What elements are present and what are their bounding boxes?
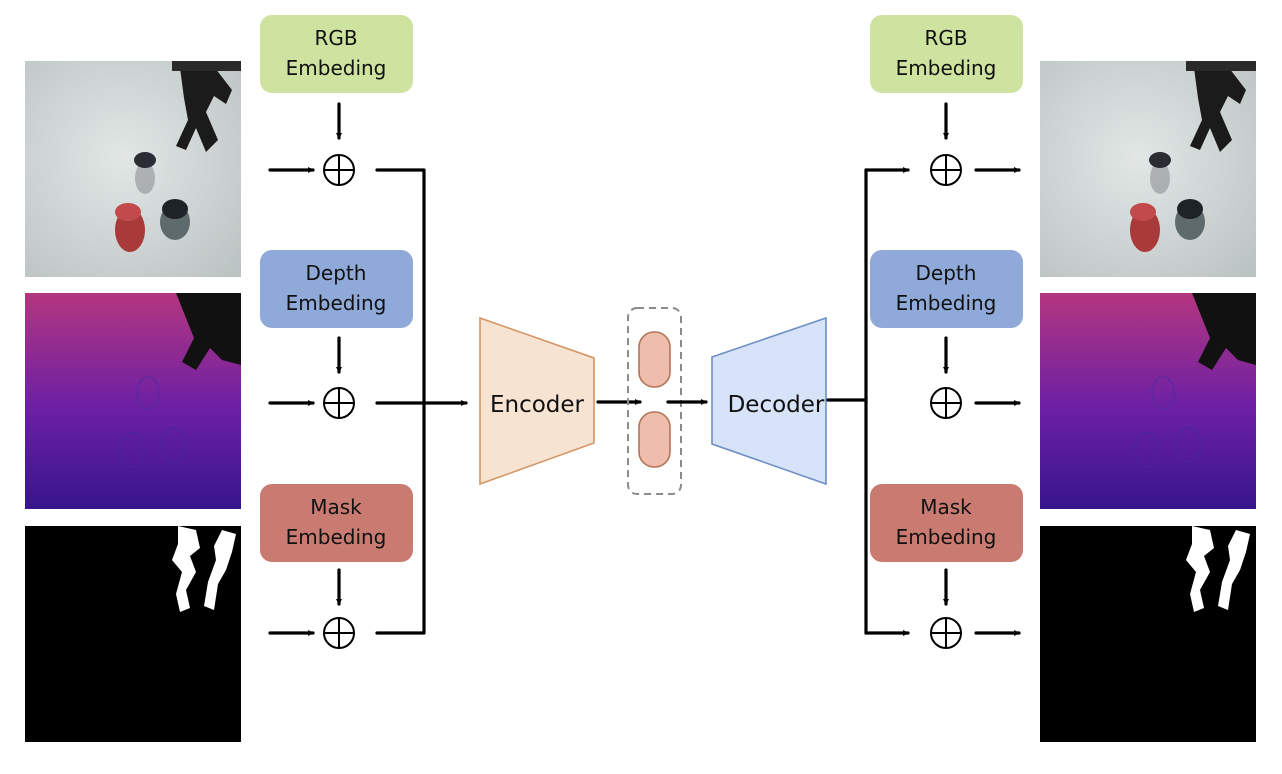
input-mask-subtitle: Embeding — [286, 525, 387, 549]
output-rgb-subtitle: Embeding — [896, 56, 997, 80]
input-mask-add-symbol — [323, 617, 355, 649]
output-mask-title: Mask — [920, 495, 972, 519]
encoder-block: Encoder — [479, 316, 595, 486]
input-rgb-subtitle: Embeding — [286, 56, 387, 80]
encoder-label: Encoder — [490, 392, 585, 418]
output-mask-embedding-box: Mask Embeding — [870, 484, 1023, 562]
output-rgb-add-symbol — [930, 154, 962, 186]
input-depth-embedding-box: Depth Embeding — [260, 250, 413, 328]
output-rgb-embedding-box: RGB Embeding — [870, 15, 1023, 93]
input-mask-embedding-box: Mask Embeding — [260, 484, 413, 562]
input-mask-title: Mask — [310, 495, 362, 519]
input-depth-title: Depth — [306, 261, 367, 285]
input-rgb-title: RGB — [314, 26, 357, 50]
output-depth-title: Depth — [916, 261, 977, 285]
input-rgb-embedding-box: RGB Embeding — [260, 15, 413, 93]
latent-token-1 — [638, 331, 671, 388]
output-rgb-image — [1040, 61, 1256, 277]
latent-token-2 — [638, 411, 671, 468]
input-depth-image — [25, 293, 241, 509]
latent-group — [627, 307, 682, 495]
input-rgb-add-symbol — [323, 154, 355, 186]
output-mask-add-symbol — [930, 617, 962, 649]
output-rgb-title: RGB — [924, 26, 967, 50]
input-rgb-image — [25, 61, 241, 277]
input-mask-image — [25, 526, 241, 742]
output-mask-image — [1040, 526, 1256, 742]
input-depth-subtitle: Embeding — [286, 291, 387, 315]
output-depth-subtitle: Embeding — [896, 291, 997, 315]
decoder-label: Decoder — [728, 392, 825, 418]
input-depth-add-symbol — [323, 387, 355, 419]
decoder-block: Decoder — [711, 316, 827, 486]
output-depth-add-symbol — [930, 387, 962, 419]
output-depth-image — [1040, 293, 1256, 509]
output-mask-subtitle: Embeding — [896, 525, 997, 549]
output-depth-embedding-box: Depth Embeding — [870, 250, 1023, 328]
